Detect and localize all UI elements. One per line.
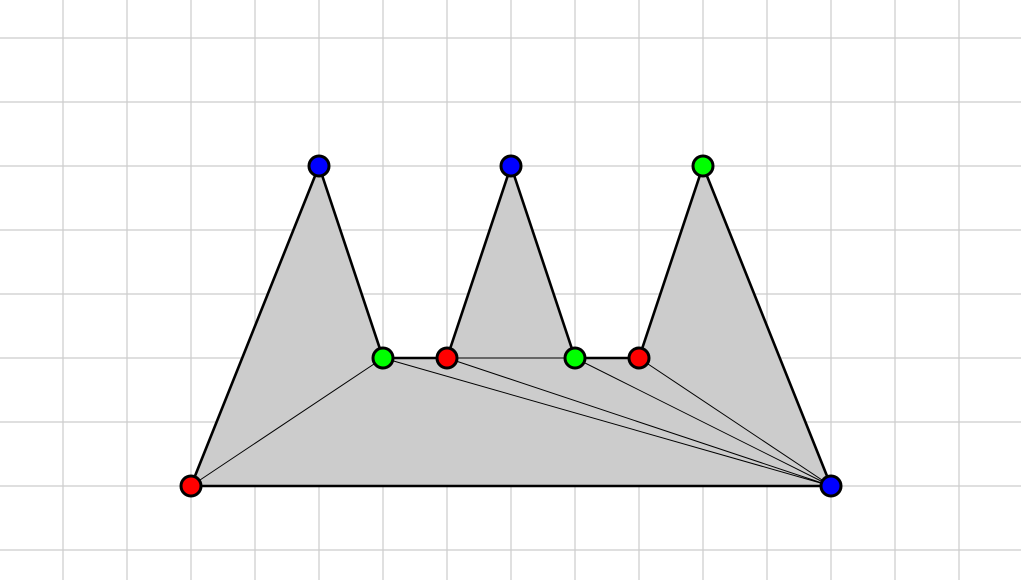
edge-E-F [509,164,577,360]
diagonal-H-B [382,357,832,487]
vertex-A-red[interactable] [179,474,203,498]
vertex-I-blue[interactable] [307,154,331,178]
vertices [179,154,843,498]
diagonal-G-B [446,357,832,487]
vertex-D-red[interactable] [627,346,651,370]
diagonal-A-H [190,357,384,487]
edge-H-I [317,164,385,360]
diagonal-E-B [574,357,832,487]
edge-F-G [445,164,513,360]
vertex-H-green[interactable] [371,346,395,370]
vertex-C-green[interactable] [691,154,715,178]
vertex-B-blue[interactable] [819,474,843,498]
edge-C-D [637,164,705,360]
edge-B-C [701,164,833,488]
edge-I-A [189,164,321,488]
vertex-G-red[interactable] [435,346,459,370]
polygon-edges [189,164,833,488]
vertex-F-blue[interactable] [499,154,523,178]
diagonal-D-B [638,357,832,487]
vertex-E-green[interactable] [563,346,587,370]
